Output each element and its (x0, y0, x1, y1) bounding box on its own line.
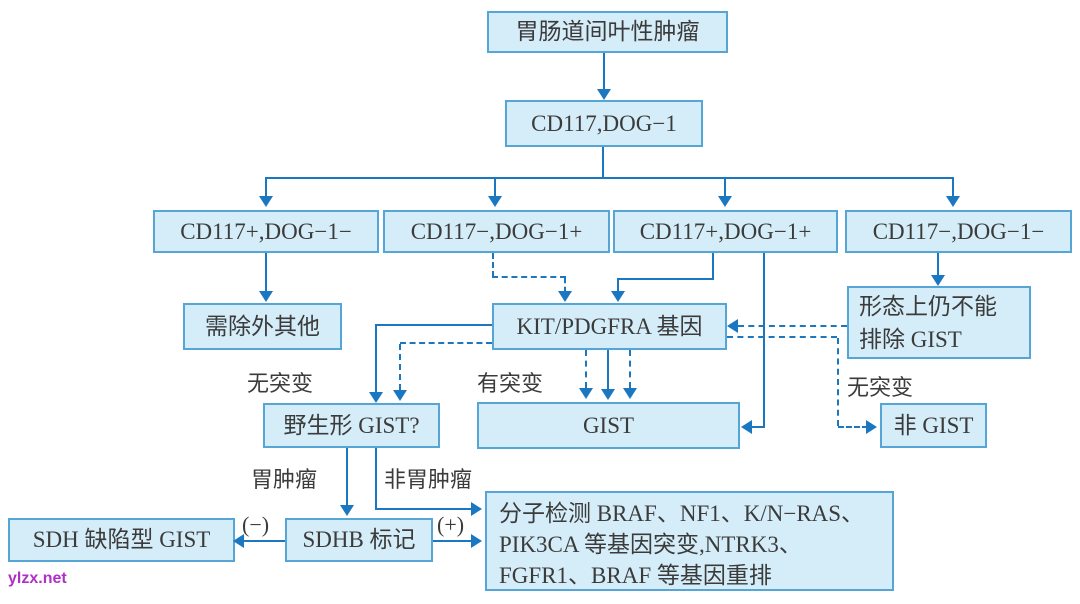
label-has-mutation: 有突变 (477, 371, 544, 396)
label-sdhb-negative: (−) (242, 512, 270, 537)
node-label: 需除外其他 (205, 313, 320, 339)
node-sdhb-marker: SDHB 标记 (285, 518, 433, 562)
edge-sdhb-sdhdeficient (244, 540, 285, 542)
edge-branch-b2 (494, 177, 496, 196)
edge-wildtype-molecular (375, 448, 377, 510)
node-label: SDHB 标记 (302, 527, 416, 553)
edge-b2-kit-dashed (564, 278, 566, 292)
arrow-down-icon (946, 196, 960, 207)
node-label-line3: FGFR1、BRAF 等基因重排 (499, 563, 772, 588)
node-label: 胃肠道间叶性肿瘤 (515, 19, 700, 45)
node-molecular-testing: 分子检测 BRAF、NF1、K/N−RAS、 PIK3CA 等基因突变,NTRK… (485, 491, 894, 591)
node-label: CD117,DOG−1 (531, 110, 677, 136)
edge-wildtype-sdhb (346, 448, 348, 505)
node-label-line2: 排除 GIST (859, 327, 962, 352)
node-label: SDH 缺陷型 GIST (32, 527, 211, 553)
edge-b2-kit-dashed (492, 253, 494, 277)
edge-branch-b4 (952, 177, 954, 196)
edge-branch-b1 (265, 177, 267, 196)
watermark: ylzx.net (8, 570, 67, 587)
edge-b3-kit (617, 280, 619, 292)
edge-b3-kit (712, 253, 714, 279)
node-label: CD117+,DOG−1− (180, 218, 352, 244)
label-gastric-tumor: 胃肿瘤 (251, 467, 318, 492)
arrow-down-icon (340, 505, 354, 516)
node-exclude-others: 需除外其他 (183, 303, 342, 350)
edge-b3-gist (763, 253, 765, 427)
node-morphology-cannot-exclude-gist: 形态上仍不能 排除 GIST (847, 286, 1031, 359)
edge-b3-kit (617, 278, 714, 280)
arrow-down-icon (259, 291, 273, 302)
edge-markers-branch (602, 147, 604, 178)
edge-wildtype-molecular (375, 508, 472, 510)
edge-b4-morphology (937, 253, 939, 276)
node-cd117neg-dog1pos: CD117−,DOG−1+ (383, 210, 610, 253)
arrow-down-icon (259, 196, 273, 207)
label-no-mutation-right: 无突变 (847, 375, 914, 400)
node-cd117pos-dog1pos: CD117+,DOG−1+ (613, 210, 838, 253)
arrow-down-icon (597, 89, 611, 100)
edge-markers-branch (265, 177, 954, 179)
arrow-down-icon (488, 196, 502, 207)
node-gi-mesenchymal-tumor: 胃肠道间叶性肿瘤 (487, 11, 728, 53)
node-label: CD117−,DOG−1+ (410, 218, 583, 244)
arrow-down-icon (718, 196, 732, 207)
edge-kit-nongist-dashed (727, 336, 837, 338)
edge-root-markers (603, 53, 605, 91)
edge-kit-nongist-dashed (837, 338, 839, 426)
arrow-down-icon (369, 392, 383, 403)
node-label: CD117+,DOG−1+ (639, 218, 812, 244)
arrow-down-icon (393, 390, 407, 401)
node-cd117neg-dog1neg: CD117−,DOG−1− (845, 210, 1072, 253)
node-non-gist: 非 GIST (880, 403, 987, 448)
node-label-line2: PIK3CA 等基因突变,NTRK3、 (499, 532, 802, 557)
arrow-down-icon (623, 388, 637, 399)
node-gist: GIST (477, 402, 740, 449)
arrow-left-icon (233, 534, 244, 548)
node-kit-pdgfra-gene: KIT/PDGFRA 基因 (492, 303, 727, 350)
label-non-gastric-tumor: 非胃肿瘤 (384, 467, 473, 492)
arrow-left-icon (727, 319, 738, 333)
node-label: CD117−,DOG−1− (872, 218, 1045, 244)
node-label-line1: 形态上仍不能 (859, 294, 997, 319)
arrow-right-icon (471, 502, 482, 516)
node-label: 野生形 GIST? (283, 412, 420, 438)
label-sdhb-positive: (+) (437, 512, 465, 537)
node-cd117pos-dog1neg: CD117+,DOG−1− (153, 210, 379, 253)
node-label: KIT/PDGFRA 基因 (516, 313, 703, 339)
arrow-right-icon (866, 420, 877, 434)
edge-b1-exclude (265, 253, 267, 291)
node-label: 非 GIST (893, 412, 974, 438)
edge-morphology-kit-dashed (738, 325, 847, 327)
node-label-line1: 分子检测 BRAF、NF1、K/N−RAS、 (499, 501, 865, 526)
node-wild-type-gist: 野生形 GIST? (263, 403, 440, 448)
arrow-down-icon (601, 389, 615, 400)
edge-kit-wildtype-dashed (399, 344, 401, 390)
arrow-down-icon (558, 291, 572, 302)
edge-kit-wildtype-dashed (400, 342, 492, 344)
edge-sdhb-molecular (433, 540, 472, 542)
edge-kit-gist-dashed (629, 350, 631, 388)
arrow-right-icon (471, 534, 482, 548)
label-no-mutation-left: 无突变 (247, 371, 314, 396)
edge-b3-gist (751, 426, 765, 428)
arrow-down-icon (611, 291, 625, 302)
edge-kit-wildtype (375, 324, 492, 326)
arrow-left-icon (741, 420, 752, 434)
edge-kit-gist-dashed (585, 350, 587, 388)
node-label: GIST (582, 412, 635, 438)
edge-b2-kit-dashed (492, 276, 566, 278)
edge-kit-wildtype (375, 326, 377, 392)
node-sdh-deficient-gist: SDH 缺陷型 GIST (8, 518, 235, 562)
arrow-down-icon (579, 388, 593, 399)
edge-kit-nongist-dashed (838, 426, 868, 428)
edge-branch-b3 (724, 177, 726, 196)
node-cd117-dog1: CD117,DOG−1 (505, 100, 703, 147)
arrow-down-icon (931, 275, 945, 286)
edge-kit-gist (607, 350, 609, 389)
